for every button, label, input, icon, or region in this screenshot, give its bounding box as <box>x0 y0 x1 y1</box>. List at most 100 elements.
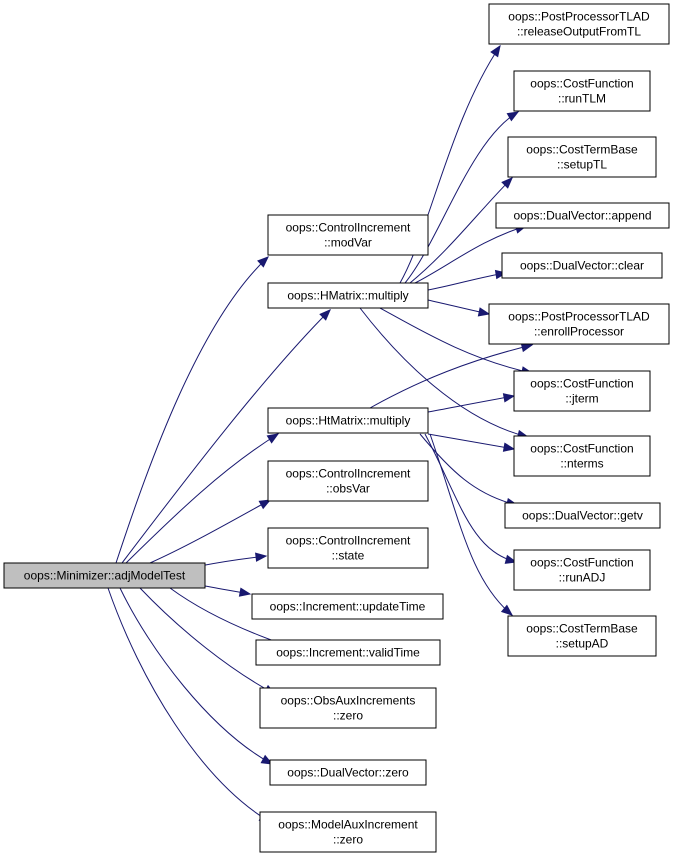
node-modelaux-zero[interactable]: oops::ModelAuxIncrement::zero <box>259 811 437 853</box>
node-pptlad-enroll[interactable]: oops::PostProcessorTLAD::enrollProcessor <box>488 303 670 345</box>
node-box <box>259 811 437 853</box>
node-box <box>495 202 670 229</box>
edge-line <box>369 344 533 409</box>
edge-hmatrix-to-pptlad_release <box>399 44 501 284</box>
node-label-line: ::zero <box>333 833 363 847</box>
edge-arrowhead <box>502 442 516 452</box>
node-ci-state[interactable]: oops::ControlIncrement::state <box>267 527 429 569</box>
node-box <box>513 370 651 412</box>
node-box <box>267 460 429 502</box>
node-cf-jterm[interactable]: oops::CostFunction::jterm <box>513 370 651 412</box>
edge-arrowhead <box>490 44 501 58</box>
node-box <box>267 214 429 256</box>
node-label-line: ::enrollProcessor <box>534 325 624 339</box>
edge-root-to-hmatrix <box>121 309 331 564</box>
node-label-line: oops::DualVector::clear <box>520 259 644 273</box>
edge-line <box>427 433 515 450</box>
node-hmatrix[interactable]: oops::HMatrix::multiply <box>267 282 429 309</box>
node-box <box>513 70 651 112</box>
node-label-line: ::state <box>332 549 365 563</box>
node-ctb-setupad[interactable]: oops::CostTermBase::setupAD <box>507 615 657 657</box>
edge-arrowhead <box>260 754 274 765</box>
edge-arrowhead <box>501 177 513 189</box>
node-obsaux-zero[interactable]: oops::ObsAuxIncrements::zero <box>259 687 437 729</box>
edge-htmatrix-to-ctb_setupad <box>429 433 514 616</box>
node-dv-zero[interactable]: oops::DualVector::zero <box>269 759 427 786</box>
node-inc-update[interactable]: oops::Increment::updateTime <box>251 593 444 620</box>
node-cf-runtlm[interactable]: oops::CostFunction::runTLM <box>513 70 651 112</box>
node-ctb-setuptl[interactable]: oops::CostTermBase::setupTL <box>507 136 657 178</box>
node-pptlad-release[interactable]: oops::PostProcessorTLAD::releaseOutputFr… <box>488 3 670 45</box>
node-label-line: oops::Minimizer::adjModelTest <box>24 569 186 583</box>
node-label-line: ::runTLM <box>558 92 606 106</box>
edge-root-to-modelaux_zero <box>107 587 272 823</box>
edge-line <box>125 433 279 564</box>
edge-line <box>409 177 513 284</box>
node-box <box>267 527 429 569</box>
node-label-line: ::setupTL <box>557 158 607 172</box>
node-label-line: ::runADJ <box>559 571 606 585</box>
edge-line <box>119 587 273 765</box>
edge-arrowhead <box>319 309 331 321</box>
edge-arrowhead <box>255 552 268 562</box>
node-htmatrix[interactable]: oops::HtMatrix::multiply <box>267 407 429 434</box>
node-label-line: ::setupAD <box>556 637 609 651</box>
node-box <box>259 687 437 729</box>
node-ci-obsvar[interactable]: oops::ControlIncrement::obsVar <box>267 460 429 502</box>
edge-line <box>414 225 527 284</box>
node-label-line: oops::ControlIncrement <box>286 221 411 235</box>
node-box <box>513 549 651 591</box>
node-box <box>3 562 206 589</box>
edge-arrowhead <box>500 604 514 616</box>
edge-root-to-ci_modvar <box>115 256 269 564</box>
node-label-line: oops::PostProcessorTLAD <box>508 310 650 324</box>
node-label-line: oops::CostFunction <box>530 377 633 391</box>
edge-line <box>419 433 518 506</box>
edge-line <box>379 307 533 374</box>
node-label-line: ::modVar <box>324 236 372 250</box>
edge-arrowhead <box>257 256 269 268</box>
node-label-line: ::nterms <box>560 457 603 471</box>
node-cf-nterms[interactable]: oops::CostFunction::nterms <box>513 435 651 477</box>
edge-line <box>139 587 276 695</box>
nodes-layer: oops::Minimizer::adjModelTest oops::Contr… <box>3 3 670 853</box>
node-label-line: oops::DualVector::zero <box>287 766 409 780</box>
node-label-line: oops::HMatrix::multiply <box>287 289 408 303</box>
node-label-line: oops::DualVector::append <box>513 209 651 223</box>
edge-arrowhead <box>506 111 520 122</box>
node-label-line: oops::HtMatrix::multiply <box>286 414 411 428</box>
node-root[interactable]: oops::Minimizer::adjModelTest <box>3 562 206 589</box>
node-label-line: oops::DualVector::getv <box>522 509 643 523</box>
node-label-line: ::zero <box>333 709 363 723</box>
node-ci-modvar[interactable]: oops::ControlIncrement::modVar <box>267 214 429 256</box>
node-box <box>488 3 670 45</box>
edge-line <box>427 272 507 291</box>
edge-line <box>149 499 271 564</box>
node-dv-append[interactable]: oops::DualVector::append <box>495 202 670 229</box>
node-box <box>267 407 429 434</box>
edge-line <box>429 433 513 616</box>
node-cf-runadj[interactable]: oops::CostFunction::runADJ <box>513 549 651 591</box>
node-box <box>501 252 663 279</box>
edge-line <box>399 45 501 284</box>
node-dv-clear[interactable]: oops::DualVector::clear <box>501 252 663 279</box>
node-box <box>255 639 441 666</box>
edge-arrowhead <box>266 433 280 444</box>
node-box <box>513 435 651 477</box>
node-dv-getv[interactable]: oops::DualVector::getv <box>504 502 661 529</box>
node-label-line: oops::ModelAuxIncrement <box>278 818 418 832</box>
edge-arrowhead <box>520 342 534 353</box>
node-box <box>507 136 657 178</box>
edge-line <box>107 587 271 823</box>
edge-root-to-inc_update <box>199 584 252 597</box>
node-label-line: oops::Increment::validTime <box>276 646 420 660</box>
node-label-line: oops::PostProcessorTLAD <box>508 10 650 24</box>
node-inc-valid[interactable]: oops::Increment::validTime <box>255 639 441 666</box>
edge-line <box>404 111 519 284</box>
node-label-line: oops::CostTermBase <box>526 143 638 157</box>
node-label-line: oops::ObsAuxIncrements <box>281 694 416 708</box>
node-label-line: oops::Increment::updateTime <box>270 600 426 614</box>
node-label-line: oops::CostTermBase <box>526 622 638 636</box>
node-box <box>507 615 657 657</box>
